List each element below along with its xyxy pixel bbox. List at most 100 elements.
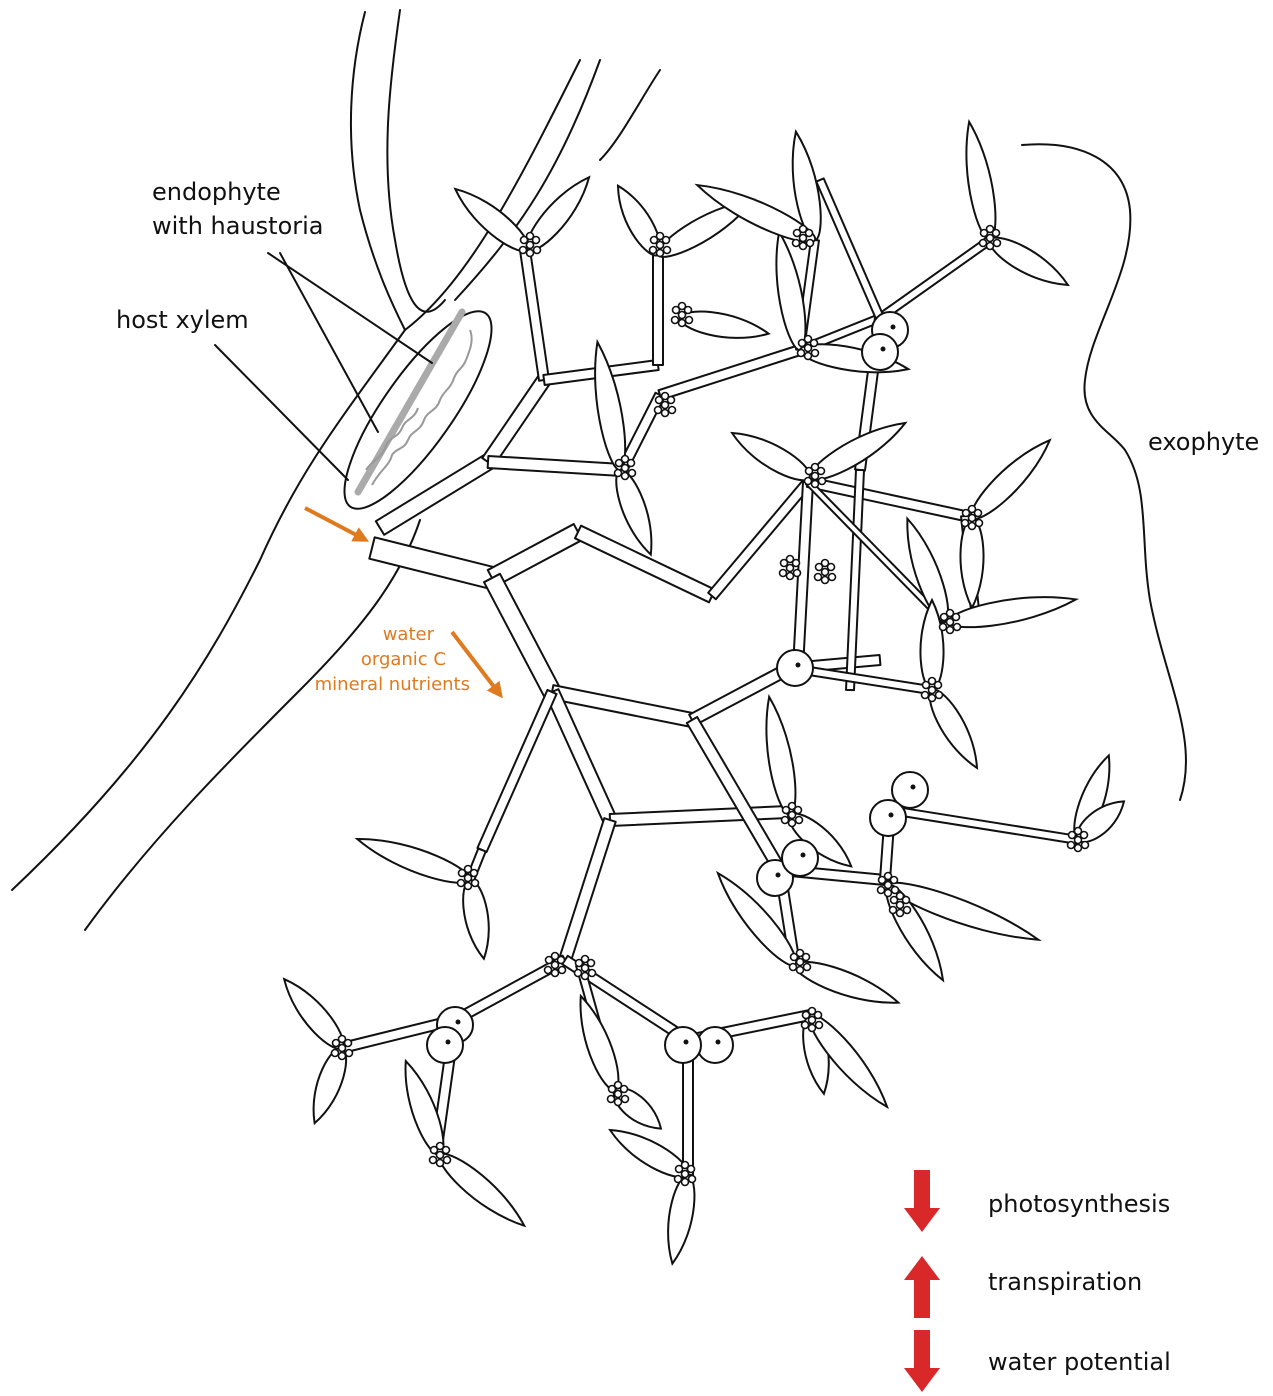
- flower-bud: [679, 312, 686, 319]
- flower-bud: [664, 247, 671, 254]
- stem-segment: [816, 178, 883, 319]
- berry: [665, 1027, 701, 1063]
- flower-bud: [657, 233, 664, 240]
- flower-bud: [805, 478, 812, 485]
- flower-bud: [682, 1171, 689, 1178]
- exophyte-label: exophyte: [1148, 428, 1259, 456]
- flower-bud: [430, 1157, 437, 1164]
- leaf: [455, 189, 529, 251]
- flower-bud: [650, 247, 657, 254]
- flower-bud: [559, 967, 566, 974]
- flower-bud: [822, 569, 829, 576]
- arrow-down-icon: [904, 1170, 940, 1232]
- stem-segment: [484, 574, 560, 696]
- flower-bud: [622, 473, 629, 480]
- flower-bud: [822, 560, 829, 567]
- flower-bud: [629, 470, 636, 477]
- flower-bud: [797, 959, 804, 966]
- berry-dot: [796, 663, 801, 668]
- flower-bud: [575, 970, 582, 977]
- flower-bud: [800, 243, 807, 250]
- endophyte: [322, 293, 515, 526]
- flower-bud: [787, 565, 794, 572]
- flower-bud: [897, 902, 904, 909]
- flower-bud: [608, 1096, 615, 1103]
- leaf: [357, 839, 470, 883]
- flower-bud: [615, 1099, 622, 1106]
- leaf: [616, 470, 651, 555]
- flower-bud: [655, 407, 662, 414]
- flower-bud: [782, 817, 789, 824]
- legend-photosynthesis: photosynthesis: [904, 1170, 1170, 1232]
- legend-label-photosynthesis: photosynthesis: [988, 1190, 1170, 1218]
- flower-bud: [589, 970, 596, 977]
- leaf: [732, 433, 810, 480]
- flower-bud: [437, 1152, 444, 1159]
- flower-bud: [622, 465, 629, 472]
- endophyte-label-line2: with haustoria: [152, 212, 324, 240]
- flower-bud: [444, 1157, 451, 1164]
- legend-water-potential: water potential: [904, 1330, 1171, 1392]
- flower-bud: [534, 247, 541, 254]
- leaf: [595, 342, 625, 470]
- flower-bud: [929, 678, 936, 685]
- flower-bud: [936, 692, 943, 699]
- flower-bud: [465, 883, 472, 890]
- berry-dot: [801, 853, 806, 858]
- leaf: [960, 518, 983, 608]
- arrow-up-icon: [904, 1256, 940, 1318]
- berry-dot: [881, 347, 886, 352]
- flower-bud: [339, 1045, 346, 1052]
- flower-bud: [552, 953, 559, 960]
- flower-bud: [885, 882, 892, 889]
- stem-segment: [376, 455, 492, 535]
- berry-dot: [684, 1040, 689, 1045]
- flower-bud: [809, 1017, 816, 1024]
- flower-bud: [812, 350, 819, 357]
- flower-bud: [878, 887, 885, 894]
- flux-label-organic-c: organic C: [361, 649, 446, 670]
- flower-bud: [802, 1022, 809, 1029]
- berry: [870, 800, 906, 836]
- flower-bud: [1075, 828, 1082, 835]
- flower-bud: [822, 577, 829, 584]
- flower-bud: [987, 235, 994, 242]
- flower-bud: [622, 456, 629, 463]
- flower-bud: [520, 247, 527, 254]
- stem-segment: [610, 806, 789, 826]
- legend-label-water-potential: water potential: [988, 1348, 1171, 1376]
- flower-bud: [346, 1050, 353, 1057]
- flower-bud: [809, 1008, 816, 1015]
- flower-bud: [892, 887, 899, 894]
- flower-bud: [615, 1082, 622, 1089]
- flower-bud: [686, 317, 693, 324]
- flower-bud: [672, 317, 679, 324]
- stem-segment: [488, 456, 623, 476]
- flower-bud: [976, 520, 983, 527]
- flower-cluster: [815, 560, 836, 584]
- flower-bud: [787, 556, 794, 563]
- leaf: [439, 1154, 524, 1226]
- flower-bud: [809, 1025, 816, 1032]
- flower-bud: [679, 303, 686, 310]
- leaf: [990, 238, 1068, 285]
- flower-bud: [804, 964, 811, 971]
- flower-bud: [885, 890, 892, 897]
- flower-bud: [922, 692, 929, 699]
- leaf: [618, 186, 661, 256]
- stem-segment: [520, 249, 549, 380]
- flower-bud: [662, 393, 669, 400]
- flower-bud: [969, 506, 976, 513]
- flower-bud: [465, 875, 472, 882]
- leaf: [948, 597, 1076, 627]
- flower-bud: [897, 910, 904, 917]
- flower-bud: [1082, 842, 1089, 849]
- flower-bud: [339, 1053, 346, 1060]
- flower-bud: [805, 336, 812, 343]
- flower-bud: [675, 1176, 682, 1183]
- leaf: [463, 880, 489, 959]
- stem-segment: [889, 806, 1078, 844]
- flower-bud: [662, 410, 669, 417]
- flower-bud: [458, 880, 465, 887]
